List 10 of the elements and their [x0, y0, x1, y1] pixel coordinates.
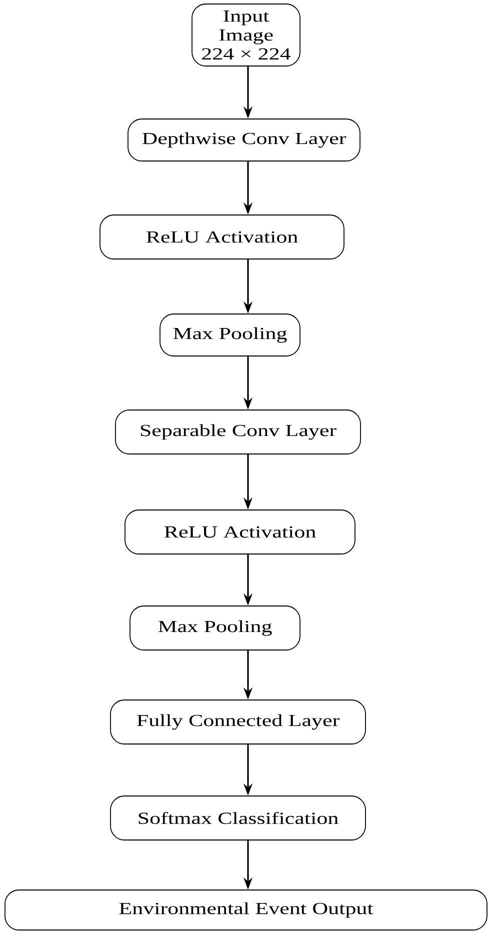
process-box: Fully Connected Layer	[110, 700, 366, 744]
process-box: Max Pooling	[160, 314, 300, 356]
process-box: Max Pooling	[130, 606, 300, 650]
process-box: Softmax Classification	[110, 796, 366, 840]
process-box: Depthwise Conv Layer	[128, 118, 360, 162]
process-box: Input Image 224 × 224	[192, 4, 300, 66]
process-box: Separable Conv Layer	[115, 410, 361, 454]
process-box: ReLU Activation	[100, 214, 344, 260]
process-box: Environmental Event Output	[4, 890, 488, 930]
process-box: ReLU Activation	[124, 510, 356, 554]
